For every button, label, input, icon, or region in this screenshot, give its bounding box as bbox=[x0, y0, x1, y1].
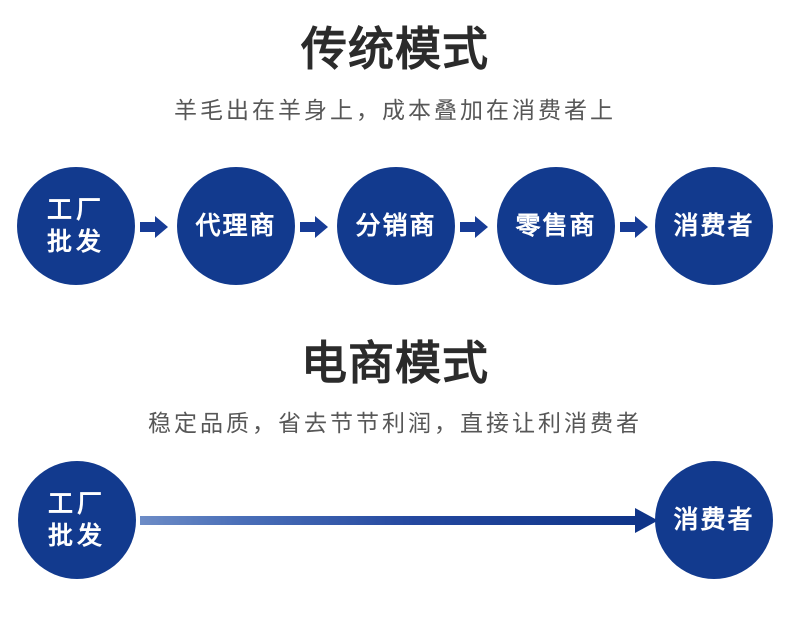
flow-node-distributor: 分销商 bbox=[337, 167, 455, 285]
flow-node-consumer: 消费者 bbox=[655, 167, 773, 285]
ecommerce-mode-subtitle: 稳定品质，省去节节利润，直接让利消费者 bbox=[148, 410, 642, 436]
flow-node-retailer-label: 零售商 bbox=[515, 212, 597, 240]
right-arrow-icon bbox=[460, 214, 488, 240]
right-arrow-icon bbox=[140, 214, 168, 240]
flow-node-agent-label: 代理商 bbox=[195, 212, 277, 240]
flow-node-distributor-label: 分销商 bbox=[355, 212, 437, 240]
flow-node-consumer-ecommerce: 消费者 bbox=[655, 461, 773, 579]
long-right-arrow-icon bbox=[140, 504, 658, 538]
flow-node-factory-label-line2: 批发 bbox=[46, 228, 105, 256]
flow-node-consumer-ecommerce-label: 消费者 bbox=[673, 506, 755, 534]
flow-node-factory-ecommerce-label-line1: 工厂 bbox=[47, 490, 106, 518]
traditional-mode-subtitle: 羊毛出在羊身上，成本叠加在消费者上 bbox=[174, 97, 616, 123]
ecommerce-mode-title: 电商模式 bbox=[301, 337, 489, 389]
traditional-mode-title: 传统模式 bbox=[301, 23, 489, 75]
flow-node-factory: 工厂 批发 bbox=[17, 167, 135, 285]
right-arrow-icon bbox=[300, 214, 328, 240]
traditional-flow-diagram: 工厂 批发 代理商 分销商 零售商 消费者 bbox=[0, 167, 790, 287]
flow-node-factory-ecommerce-label-line2: 批发 bbox=[47, 522, 106, 550]
right-arrow-icon bbox=[620, 214, 648, 240]
flow-node-agent: 代理商 bbox=[177, 167, 295, 285]
flow-node-retailer: 零售商 bbox=[497, 167, 615, 285]
flow-node-consumer-label: 消费者 bbox=[673, 212, 755, 240]
ecommerce-flow-diagram: 工厂 批发 消费者 bbox=[0, 461, 790, 581]
flow-node-factory-label-line1: 工厂 bbox=[46, 196, 105, 224]
flow-node-factory-ecommerce: 工厂 批发 bbox=[18, 461, 136, 579]
